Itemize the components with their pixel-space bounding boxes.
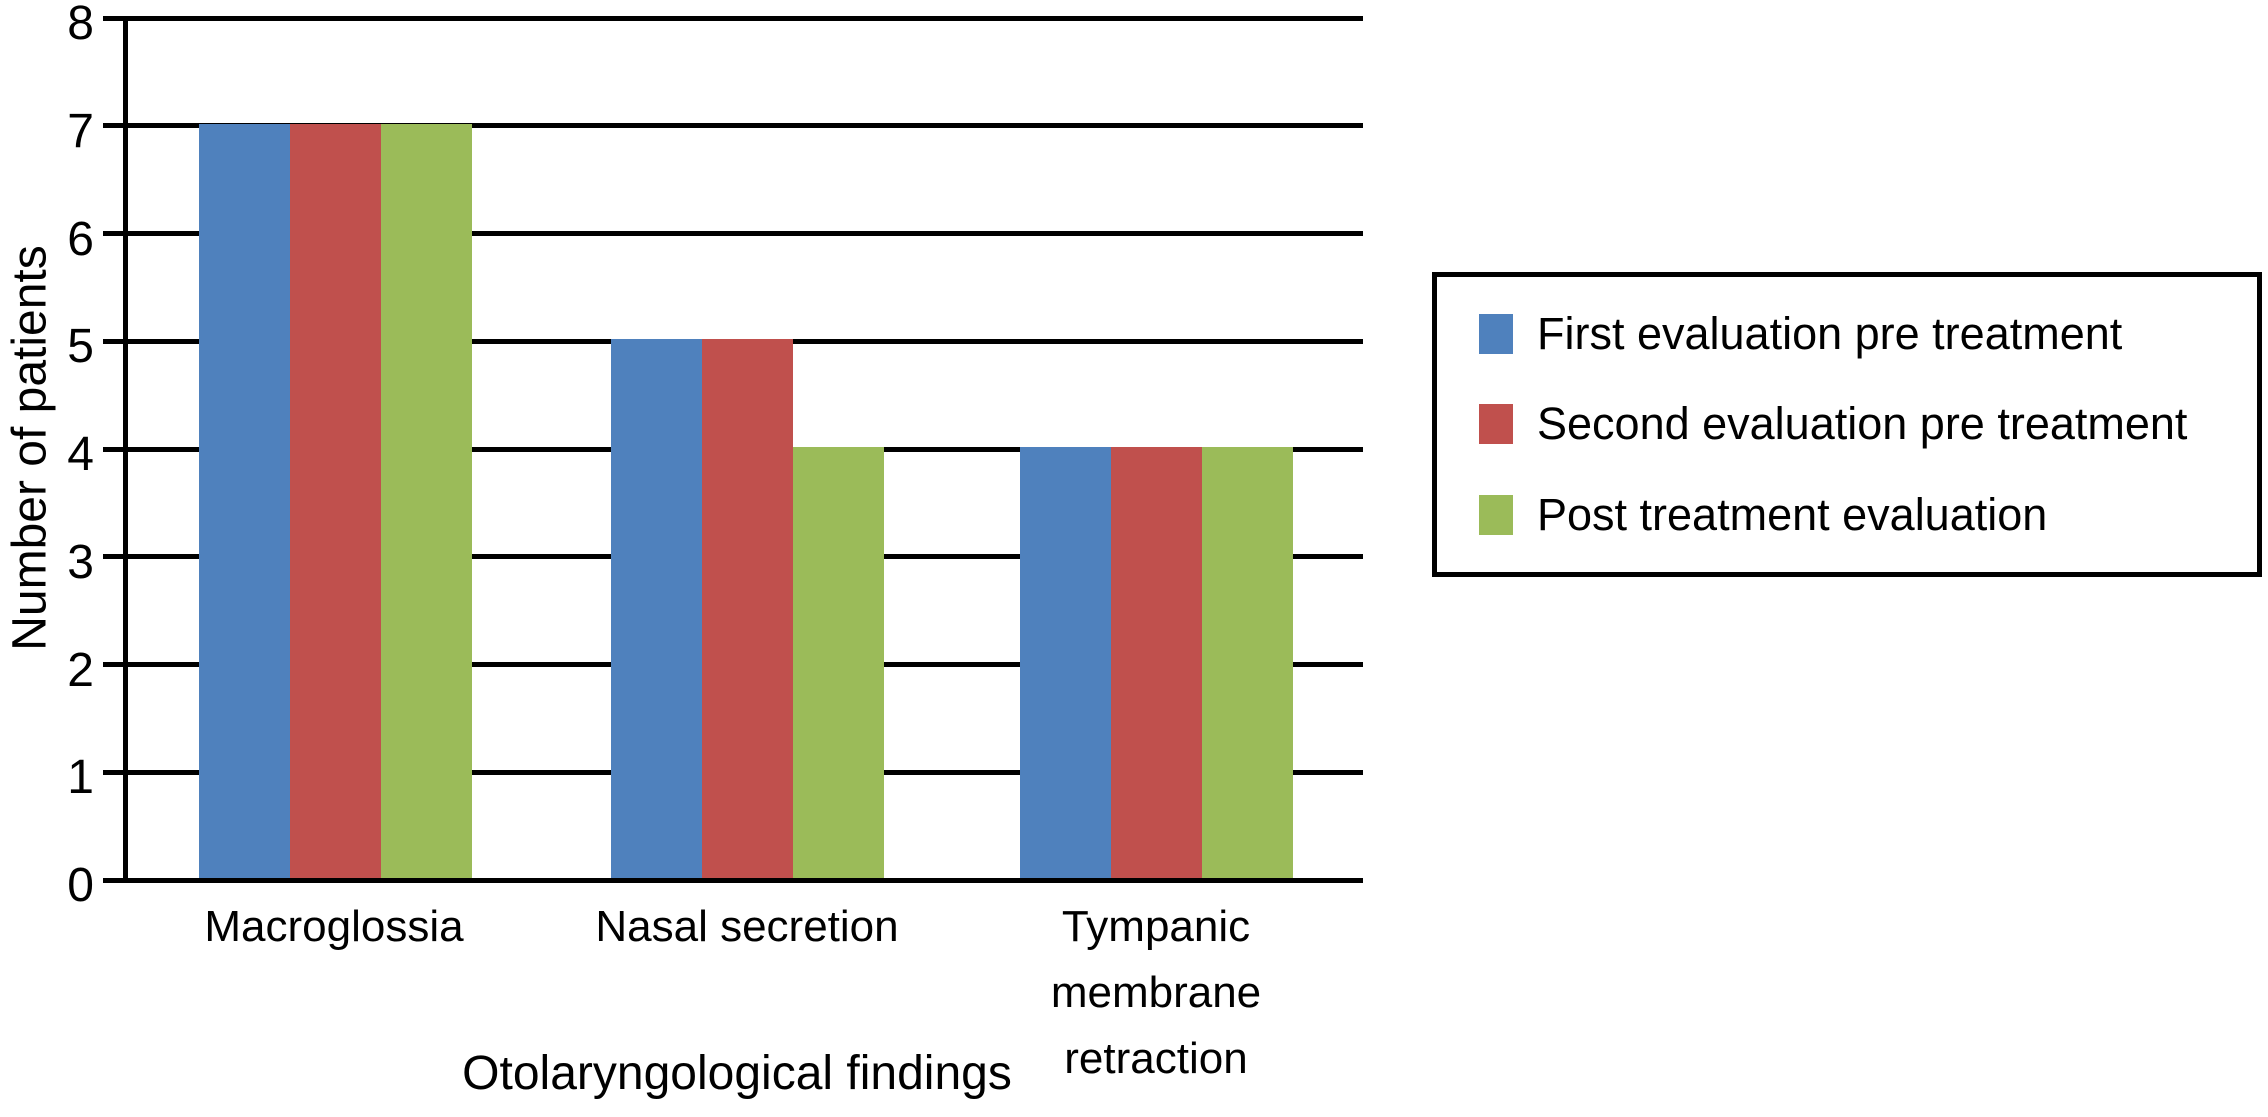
y-axis-line	[123, 16, 128, 883]
bar-group	[1020, 16, 1293, 878]
gridline	[123, 16, 1363, 21]
bar-group	[199, 16, 472, 878]
category-label-nasal-secretion: Nasal secretion	[595, 902, 899, 951]
legend-swatch-first-evaluation	[1479, 314, 1513, 355]
y-tick-label: 3	[67, 536, 94, 589]
y-tick-label: 2	[67, 644, 94, 697]
legend-label: Second evaluation pre treatment	[1537, 398, 2188, 450]
y-axis-tick	[103, 16, 123, 21]
y-tick-label: 4	[67, 428, 94, 481]
bar-group	[611, 16, 884, 878]
bar-series0-cat0	[199, 124, 290, 878]
y-axis-tick	[103, 878, 123, 883]
y-tick-label: 6	[67, 213, 94, 266]
legend-swatch-second-evaluation	[1479, 404, 1513, 445]
x-axis-title: Otolaryngological findings	[462, 1047, 1012, 1100]
legend-item: Post treatment evaluation	[1479, 489, 2247, 541]
y-tick-label: 7	[67, 105, 94, 158]
bar-series2-cat0	[381, 124, 472, 878]
y-axis-tick	[103, 662, 123, 667]
bar-series1-cat1	[702, 339, 793, 878]
bar-series1-cat0	[290, 124, 381, 878]
y-axis-tick	[103, 339, 123, 344]
legend-item: First evaluation pre treatment	[1479, 308, 2247, 360]
category-label-macroglossia: Macroglossia	[204, 902, 464, 951]
bar-series2-cat1	[793, 447, 884, 878]
legend-swatch-post-treatment	[1479, 494, 1513, 535]
y-tick-label: 0	[67, 859, 94, 912]
legend-item: Second evaluation pre treatment	[1479, 398, 2247, 450]
legend-label: Post treatment evaluation	[1537, 488, 2048, 540]
y-tick-label: 8	[67, 0, 94, 50]
bar-series2-cat2	[1202, 447, 1293, 878]
gridline	[123, 231, 1363, 236]
y-axis-tick	[103, 554, 123, 559]
y-tick-label: 5	[67, 320, 94, 373]
legend-label: First evaluation pre treatment	[1537, 308, 2123, 360]
bar-series0-cat2	[1020, 447, 1111, 878]
y-axis-tick	[103, 123, 123, 128]
y-axis-tick	[103, 231, 123, 236]
gridline	[123, 123, 1363, 128]
y-tick-label: 1	[67, 751, 94, 804]
legend: First evaluation pre treatment Second ev…	[1432, 272, 2262, 577]
y-axis-tick	[103, 447, 123, 452]
category-label-tympanic-membrane-retraction: Tympanic membrane retraction	[1050, 902, 1262, 1083]
bar-series1-cat2	[1111, 447, 1202, 878]
x-axis-line	[123, 878, 1363, 883]
y-axis-tick	[103, 770, 123, 775]
bar-series0-cat1	[611, 339, 702, 878]
